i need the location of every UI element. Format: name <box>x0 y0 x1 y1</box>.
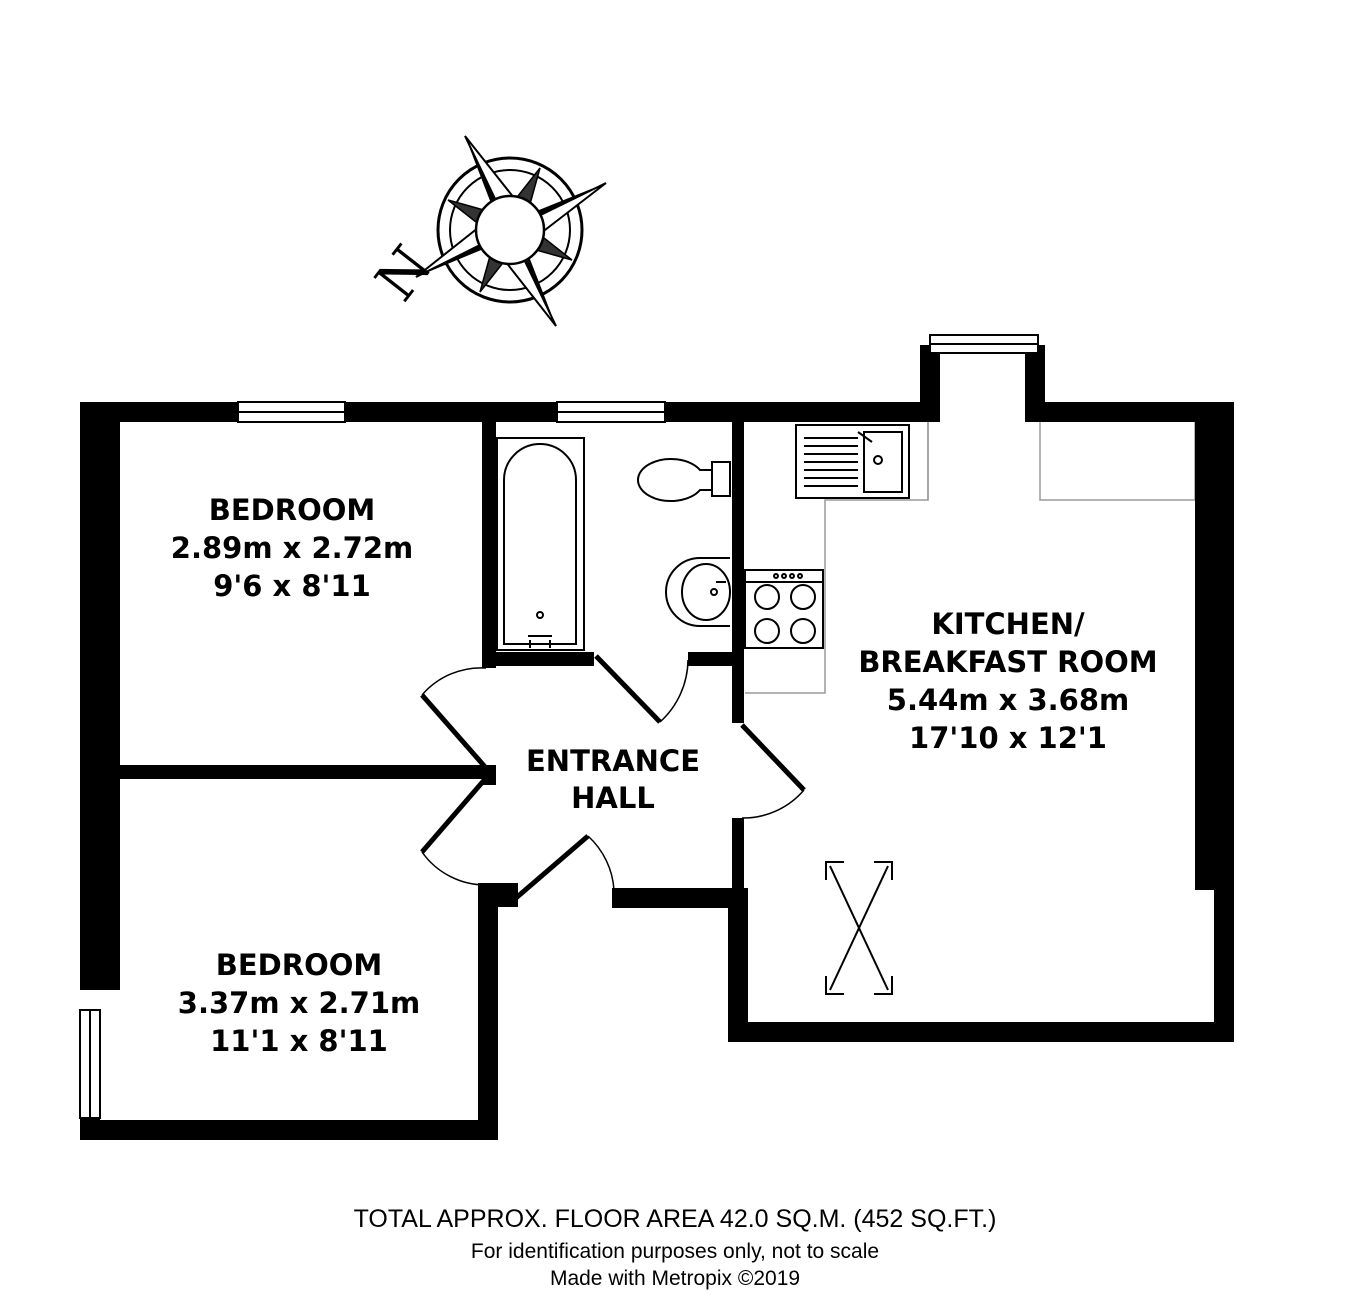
bath-icon <box>496 437 585 651</box>
room-size-metric: 5.44m x 3.68m <box>887 683 1129 717</box>
room-size-metric: 2.89m x 2.72m <box>171 531 413 565</box>
basin-icon <box>665 557 731 627</box>
room-bedroom-1: BEDROOM 2.89m x 2.72m 9'6 x 8'11 <box>171 493 413 603</box>
toilet-icon <box>637 458 731 502</box>
room-name: BEDROOM <box>209 493 375 527</box>
room-name-line1: ENTRANCE <box>526 744 700 778</box>
doors <box>420 654 806 900</box>
credit-text: Made with Metropix ©2019 <box>549 1267 801 1290</box>
compass-rose-icon: N <box>364 135 607 327</box>
windows <box>79 334 1039 1119</box>
room-name-line2: HALL <box>571 781 655 815</box>
disclaimer-text: For identification purposes only, not to… <box>470 1240 880 1263</box>
room-name-line2: BREAKFAST ROOM <box>858 645 1157 679</box>
walls <box>80 345 1234 1140</box>
room-bedroom-2: BEDROOM 3.37m x 2.71m 11'1 x 8'11 <box>178 948 420 1058</box>
room-size-metric: 3.37m x 2.71m <box>178 986 420 1020</box>
room-entrance-hall: ENTRANCE HALL <box>526 744 700 815</box>
sink-icon <box>795 424 910 499</box>
room-size-imperial: 11'1 x 8'11 <box>210 1024 388 1058</box>
hob-icon <box>744 569 824 649</box>
room-name-line1: KITCHEN/ <box>931 607 1085 641</box>
compass-north-label: N <box>364 234 445 313</box>
room-size-imperial: 9'6 x 8'11 <box>213 569 371 603</box>
room-name: BEDROOM <box>216 948 382 982</box>
skylight-icon <box>825 861 893 995</box>
room-size-imperial: 17'10 x 12'1 <box>909 721 1107 755</box>
total-floor-area: TOTAL APPROX. FLOOR AREA 42.0 SQ.M. (452… <box>353 1205 997 1233</box>
room-kitchen: KITCHEN/ BREAKFAST ROOM 5.44m x 3.68m 17… <box>858 607 1157 755</box>
